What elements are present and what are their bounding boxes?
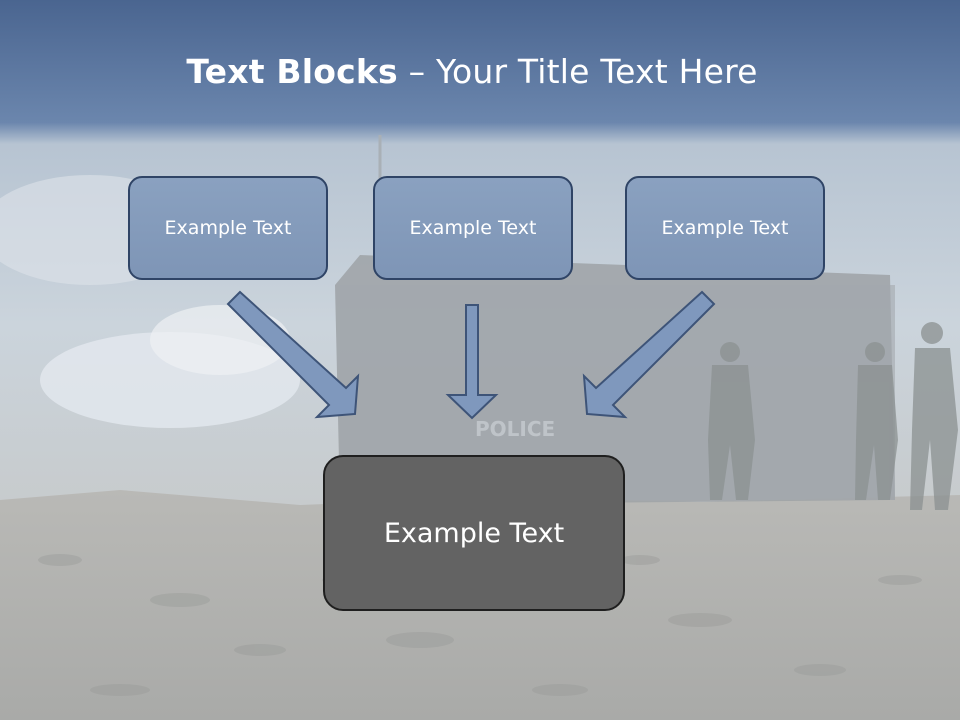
text-block-left[interactable]: Example Text [128,176,328,280]
text-block-center-label: Example Text [409,217,537,239]
text-block-left-label: Example Text [164,217,292,239]
text-block-right[interactable]: Example Text [625,176,825,280]
title-separator: – [397,52,436,91]
police-sign: POLICE [475,417,555,441]
title-rest-part: Your Title Text Here [435,52,758,91]
text-block-result[interactable]: Example Text [323,455,625,611]
cloud-shape [150,305,290,375]
text-block-right-label: Example Text [661,217,789,239]
text-block-result-label: Example Text [383,517,565,549]
title-bold-part: Text Blocks [186,52,398,91]
text-block-center[interactable]: Example Text [373,176,573,280]
slide-title: Text Blocks – Your Title Text Here [0,52,944,91]
